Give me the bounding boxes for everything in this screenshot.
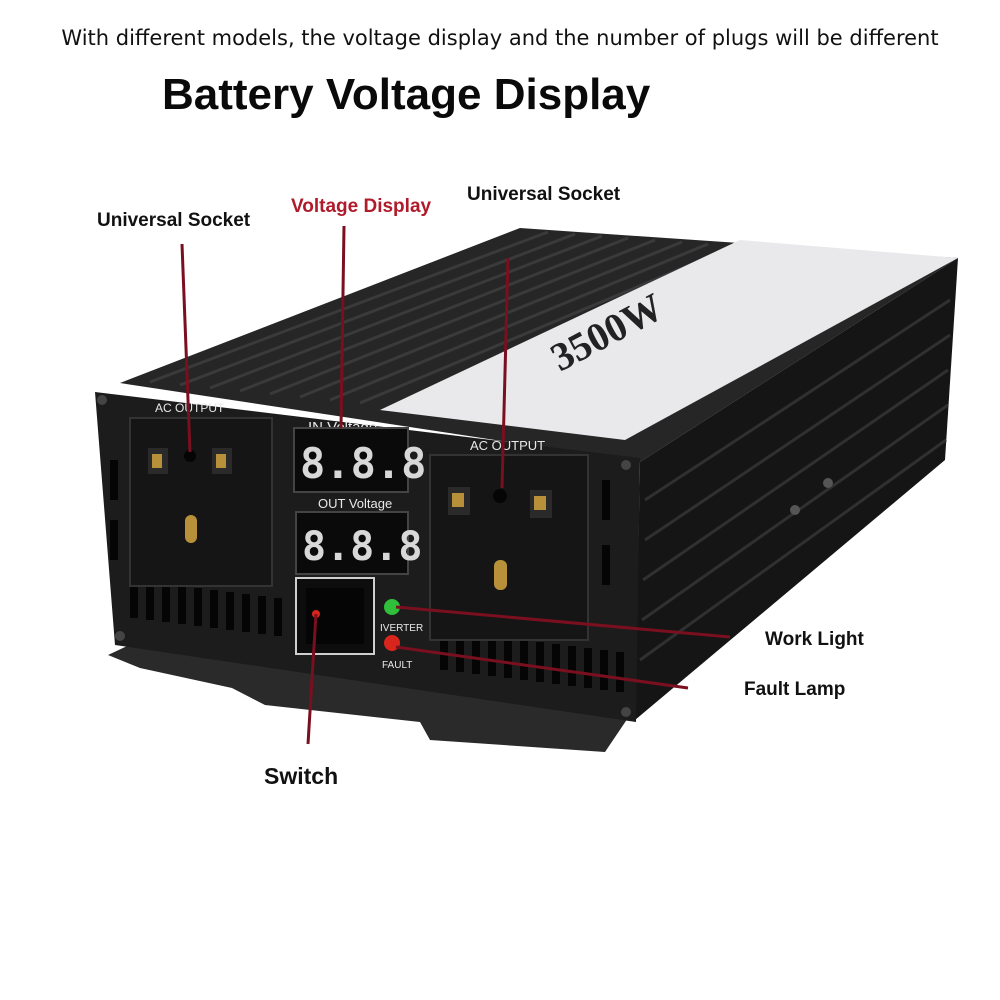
vent-slots	[110, 460, 624, 692]
in-voltage-readout: 8.8.8.	[300, 439, 452, 488]
callout-fault-lamp: Fault Lamp	[744, 679, 846, 700]
out-voltage-readout: 8.8.8.	[302, 524, 447, 570]
callout-voltage-display: Voltage Display	[291, 196, 432, 217]
callout-line-voltage	[339, 225, 346, 429]
callout-universal-socket-right: Universal Socket	[467, 184, 621, 205]
inverter-label: IVERTER	[380, 623, 423, 634]
callout-switch: Switch	[264, 763, 339, 789]
callout-line-work-light	[395, 605, 731, 639]
model-variation-note: With different models, the voltage displ…	[61, 26, 939, 50]
callout-universal-socket-left: Universal Socket	[97, 210, 251, 231]
socket-left	[129, 417, 273, 587]
socket-right	[429, 454, 589, 641]
fault-label: FAULT	[382, 660, 412, 671]
callout-work-light: Work Light	[765, 629, 864, 650]
work-light-led	[384, 599, 400, 615]
callout-lines	[180, 225, 731, 745]
product-label	[380, 240, 958, 440]
out-voltage-display	[295, 511, 409, 575]
callout-line-socket-right	[500, 257, 510, 489]
ac-output-left-label: AC OUTPUT	[155, 401, 225, 415]
ac-output-right-label: AC OUTPUT	[470, 438, 545, 453]
mounting-foot	[108, 640, 640, 752]
in-voltage-display	[293, 427, 409, 493]
callout-line-switch	[306, 613, 318, 745]
page-title: Battery Voltage Display	[162, 70, 651, 119]
callout-line-socket-left	[180, 243, 192, 453]
out-voltage-label: OUT Voltage	[318, 496, 392, 511]
callout-line-fault-lamp	[395, 645, 689, 690]
